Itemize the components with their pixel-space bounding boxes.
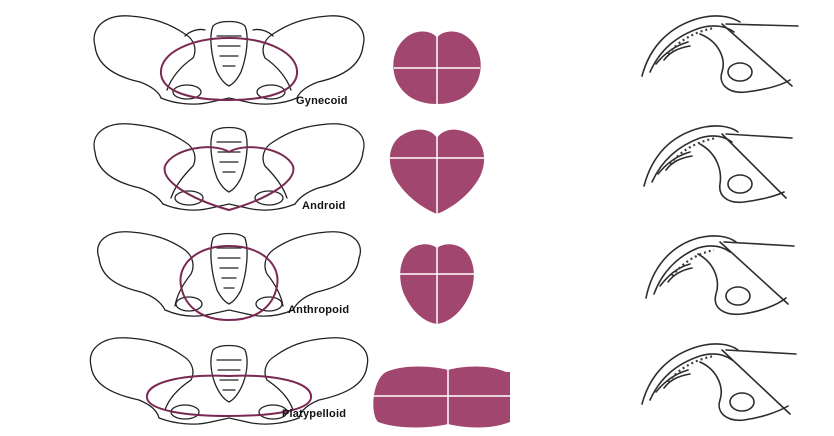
inlet-shape-platypelloid	[360, 330, 510, 436]
pelvis-type-label: Platypelloid	[282, 408, 346, 420]
inlet-shape-android	[360, 114, 510, 220]
inlet-shape-gynecoid	[360, 6, 510, 112]
lateral-view-anthropoid	[630, 224, 810, 330]
pelvis-row-gynecoid: Gynecoid	[0, 6, 834, 112]
pelvis-row-android: Android	[0, 114, 834, 220]
lateral-view-android	[630, 114, 810, 220]
lateral-view-gynecoid	[630, 6, 810, 112]
pelvis-row-platypelloid: Platypelloid	[0, 330, 834, 436]
pelvis-type-label: Android	[302, 200, 346, 212]
pelvis-row-anthropoid: Anthropoid	[0, 224, 834, 330]
pelvis-illustration-platypelloid	[85, 330, 375, 436]
pelvis-type-label: Anthropoid	[288, 304, 349, 316]
inlet-shape-anthropoid	[360, 224, 510, 330]
lateral-view-platypelloid	[630, 330, 810, 436]
pelvis-type-label: Gynecoid	[296, 95, 348, 107]
